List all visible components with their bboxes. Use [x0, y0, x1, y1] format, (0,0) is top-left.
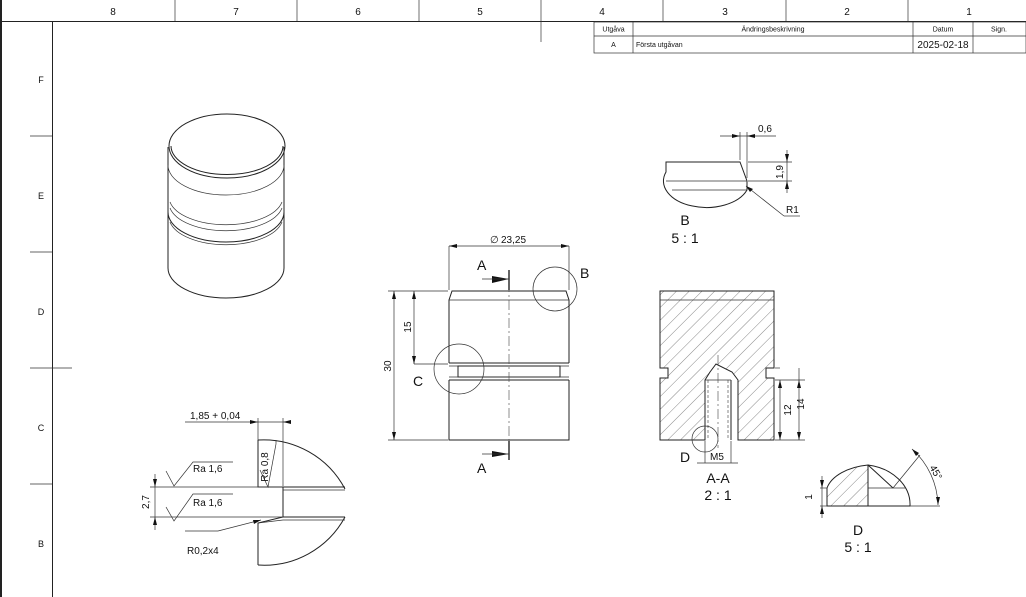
detail-c-radius: R0,2x4	[187, 546, 219, 557]
detail-b-reference: B	[580, 265, 589, 281]
detail-d-view	[820, 448, 940, 518]
revision-header-issue: Utgåva	[602, 26, 624, 34]
section-depth-12: 12	[783, 404, 794, 416]
detail-d-labels: 45° 1 D 5 : 1	[804, 463, 944, 555]
section-label-bottom: A	[477, 460, 487, 476]
row-labels: F E D C B	[38, 75, 45, 549]
row-label: B	[38, 539, 44, 549]
column-label: 2	[844, 7, 850, 18]
section-label-top: A	[477, 257, 487, 273]
detail-b-chamfer-height: 1,9	[775, 165, 786, 179]
revision-issue: A	[611, 42, 616, 49]
column-label: 7	[233, 7, 239, 18]
column-label: 4	[599, 7, 605, 18]
revision-header-date: Datum	[933, 27, 954, 34]
row-label: D	[38, 307, 45, 317]
section-thread-size: M5	[710, 452, 724, 463]
detail-c-reference: C	[413, 373, 423, 389]
detail-b-radius: R1	[786, 205, 799, 216]
row-label: C	[38, 423, 45, 433]
row-label: F	[38, 75, 44, 85]
column-label: 8	[110, 7, 116, 18]
detail-d-title: D	[853, 522, 863, 538]
detail-c-groove-width: 1,85 + 0,04	[190, 411, 241, 422]
total-height-dimension: 30	[383, 360, 394, 372]
detail-b-chamfer-width: 0,6	[758, 124, 772, 135]
row-label: E	[38, 191, 44, 201]
detail-c-roughness-1: Ra 1,6	[193, 464, 223, 475]
detail-b-title: B	[680, 212, 689, 228]
diameter-symbol: ∅	[490, 235, 499, 246]
revision-description: Första utgåvan	[636, 41, 683, 49]
detail-c-view	[150, 418, 346, 566]
section-depth-14: 14	[796, 398, 807, 410]
detail-b-labels: 0,6 1,9 R1 B 5 : 1	[671, 124, 799, 246]
detail-b-scale: 5 : 1	[671, 230, 698, 246]
detail-d-height: 1	[804, 494, 815, 500]
upper-height-dimension: 15	[403, 321, 414, 333]
column-labels: 8 7 6 5 4 3 2 1	[110, 7, 972, 18]
front-view	[388, 244, 578, 460]
revision-table: Utgåva Ändringsbeskrivning Datum Sign. A…	[593, 21, 1026, 54]
detail-c-labels: 1,85 + 0,04 Ra 1,6 Ra 1,6 Ra 0,8 2,7 R0,…	[141, 411, 271, 557]
detail-d-reference: D	[680, 449, 690, 465]
detail-d-scale: 5 : 1	[844, 539, 871, 555]
column-label: 1	[966, 7, 972, 18]
detail-c-roughness-3: Ra 0,8	[260, 452, 271, 482]
revision-date: 2025-02-18	[917, 40, 969, 51]
detail-b-view	[662, 132, 800, 217]
column-label: 3	[722, 7, 728, 18]
detail-c-groove-depth: 2,7	[141, 495, 152, 509]
section-aa-scale: 2 : 1	[704, 487, 731, 503]
section-aa-title: A-A	[706, 470, 730, 486]
column-label: 5	[477, 7, 483, 18]
section-aa-view	[659, 290, 805, 464]
detail-d-angle: 45°	[927, 463, 944, 482]
diameter-dimension: 23,25	[501, 235, 526, 246]
revision-header-description: Ändringsbeskrivning	[741, 26, 804, 34]
column-label: 6	[355, 7, 361, 18]
revision-header-sign: Sign.	[991, 27, 1007, 34]
section-aa-labels: 12 14 M5 D A-A 2 : 1	[680, 398, 807, 503]
front-view-labels: ∅ 23,25 30 15 A A B C	[383, 235, 589, 476]
isometric-view	[167, 113, 286, 299]
detail-c-roughness-2: Ra 1,6	[193, 498, 223, 509]
